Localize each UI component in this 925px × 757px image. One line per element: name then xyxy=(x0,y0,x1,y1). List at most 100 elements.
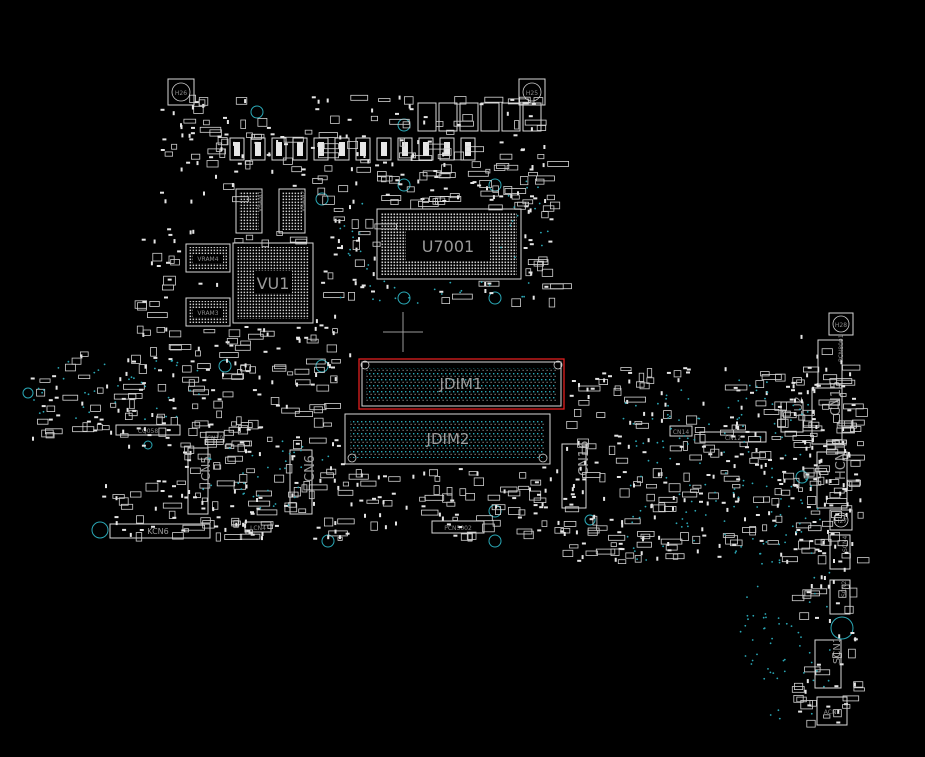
connector-cn12[interactable]: CN12 xyxy=(699,431,767,443)
cpu-u7001[interactable]: U7001 xyxy=(376,208,522,280)
smd-part xyxy=(326,98,329,103)
connector-pcn8001[interactable]: PCN8001 xyxy=(817,334,845,385)
via xyxy=(697,417,700,420)
smd-part xyxy=(371,290,375,293)
smd-part xyxy=(834,685,839,688)
smd-part xyxy=(195,492,201,498)
connector-kcn6[interactable]: KCN6 xyxy=(109,523,211,539)
smd-part xyxy=(338,219,341,224)
smd-part xyxy=(274,474,285,483)
via xyxy=(361,202,364,205)
smd-part xyxy=(791,594,805,602)
smd-part xyxy=(250,512,255,515)
smd-part xyxy=(287,371,294,376)
smd-part xyxy=(634,420,643,425)
mount-hole-h25[interactable]: H25 xyxy=(518,78,546,106)
inductor-pad xyxy=(423,142,429,156)
vram3-chip[interactable]: VRAM3 xyxy=(185,297,231,327)
smd-part xyxy=(86,420,91,423)
dimm-slot-jdim1[interactable]: JDIM1 xyxy=(360,360,563,407)
smd-part xyxy=(271,380,274,385)
smd-part xyxy=(382,500,385,505)
vram1-chip[interactable]: VRAM1 xyxy=(235,188,264,234)
gpu-vu1[interactable]: VU1 xyxy=(232,242,314,324)
via xyxy=(810,485,812,487)
smd-part xyxy=(332,328,338,334)
mount-hole-h28[interactable]: H28 xyxy=(828,312,854,336)
smd-part xyxy=(849,587,858,598)
vram2-chip[interactable]: VRAM2 xyxy=(278,188,307,234)
smd-part xyxy=(817,550,822,553)
via xyxy=(93,371,96,374)
smd-part xyxy=(222,391,234,398)
smd-part xyxy=(795,531,797,536)
via xyxy=(746,614,749,617)
smd-part xyxy=(556,469,559,474)
smd-part xyxy=(400,173,405,176)
smd-part xyxy=(548,297,556,308)
via xyxy=(631,521,634,524)
via xyxy=(87,393,90,396)
smd-part xyxy=(621,523,624,528)
smd-part xyxy=(313,501,315,506)
smd-part xyxy=(282,157,293,165)
smd-part xyxy=(135,532,143,542)
dimm-slot-jdim2[interactable]: JDIM2 xyxy=(344,413,551,465)
via xyxy=(635,445,638,447)
smd-part xyxy=(629,420,632,425)
smd-part xyxy=(806,373,809,378)
smd-part xyxy=(118,497,129,506)
smd-part xyxy=(127,358,130,363)
via xyxy=(777,709,780,712)
smd-part xyxy=(205,368,210,371)
mount-hole-h27[interactable]: H27 xyxy=(829,509,853,531)
smd-part xyxy=(808,421,820,428)
smd-part xyxy=(528,115,533,118)
smd-part xyxy=(783,472,795,480)
smd-part xyxy=(530,195,534,198)
smd-part xyxy=(399,137,405,147)
smd-part xyxy=(30,377,35,380)
smd-part xyxy=(523,530,534,540)
smd-part xyxy=(334,377,337,382)
connector-acn2[interactable]: ACN2 xyxy=(816,696,848,726)
mount-hole-h26[interactable]: H26 xyxy=(167,78,195,106)
smd-part xyxy=(643,411,646,416)
via xyxy=(699,462,701,465)
via xyxy=(806,411,809,413)
smd-part xyxy=(517,191,519,196)
via xyxy=(769,642,772,645)
smd-part xyxy=(252,389,257,392)
vram4-chip[interactable]: VRAM4 xyxy=(185,243,231,273)
smd-part xyxy=(102,495,107,498)
smd-part xyxy=(330,236,335,239)
connector-cn5[interactable]: CN5 xyxy=(187,447,213,515)
via xyxy=(97,369,100,371)
via xyxy=(750,663,753,665)
smd-part xyxy=(814,383,819,386)
smd-part xyxy=(610,542,617,547)
via xyxy=(281,450,284,452)
smd-part xyxy=(412,153,415,158)
smd-part xyxy=(199,483,211,489)
via xyxy=(765,485,768,488)
passive-components xyxy=(30,94,870,728)
connector-pcn5002[interactable]: PCN5002 xyxy=(431,520,485,534)
smd-part xyxy=(391,162,394,167)
crosshair-cursor-icon xyxy=(383,312,423,352)
smd-part xyxy=(203,328,216,334)
smd-part xyxy=(646,483,658,489)
smd-part xyxy=(332,331,335,336)
smd-part xyxy=(347,118,352,121)
smd-part xyxy=(486,186,488,191)
smd-part xyxy=(514,120,520,130)
via xyxy=(742,425,744,428)
inductor-pad xyxy=(339,142,345,156)
smd-part xyxy=(496,163,510,169)
smd-part xyxy=(523,247,528,249)
connector-cn14[interactable]: CN14 xyxy=(669,425,693,437)
smd-part xyxy=(672,506,674,511)
smd-part xyxy=(226,120,229,124)
inductor-pad xyxy=(318,142,324,156)
